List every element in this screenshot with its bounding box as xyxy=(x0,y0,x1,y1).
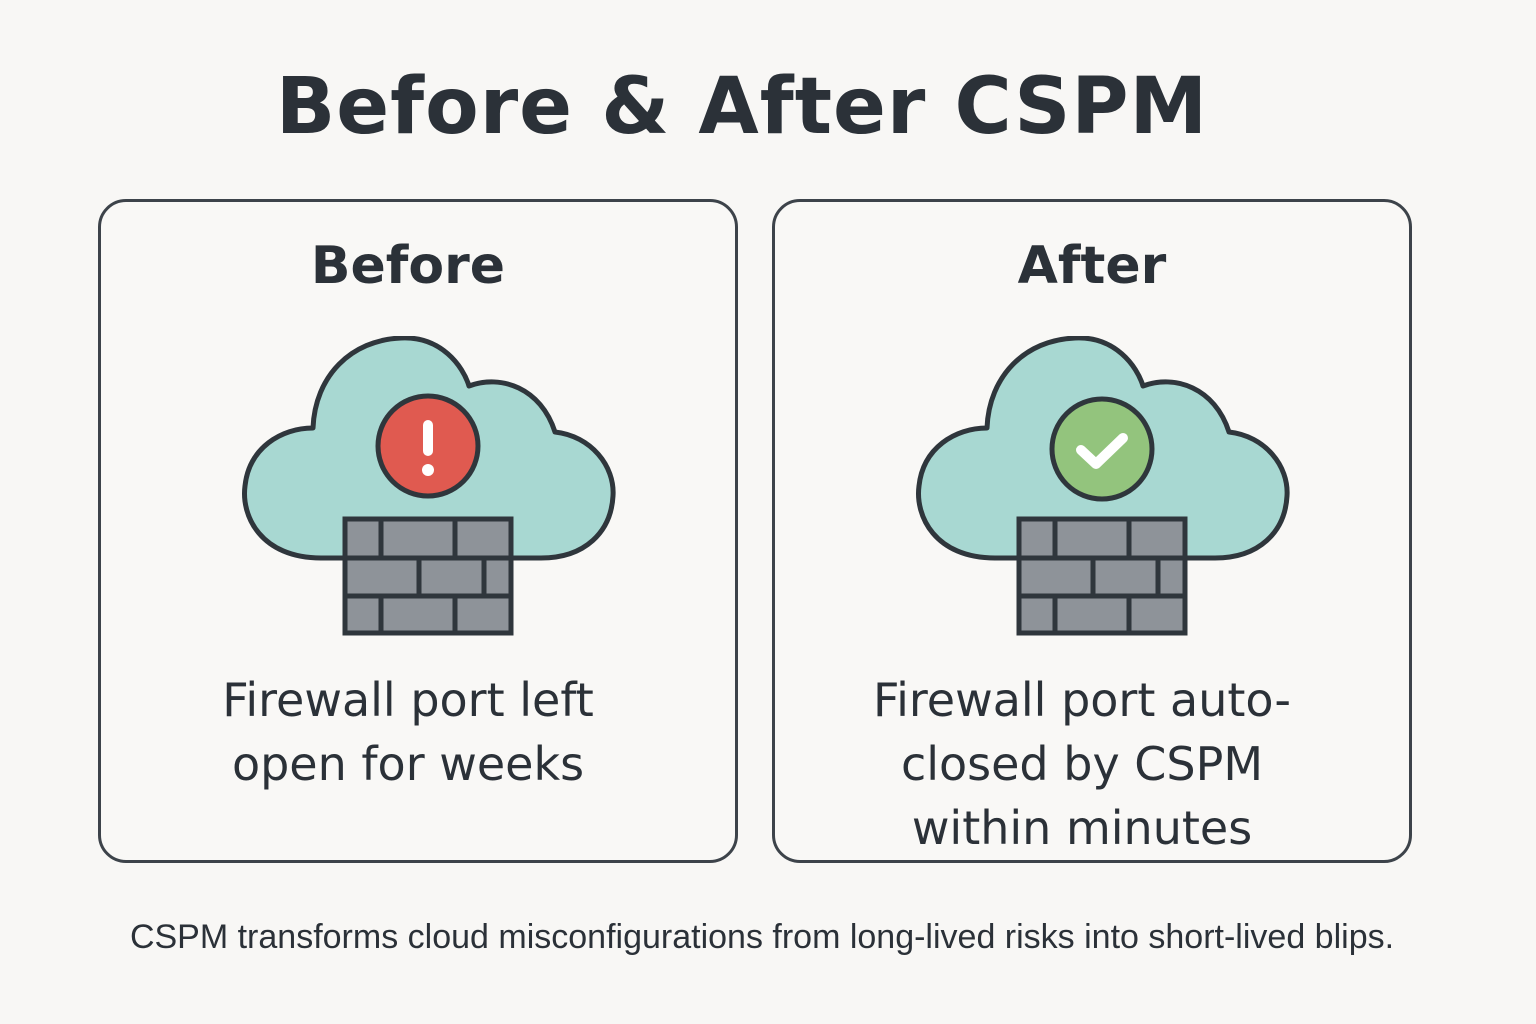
checkmark-icon xyxy=(1049,396,1155,502)
firewall-brick-icon xyxy=(342,516,514,636)
before-caption-line-2: open for weeks xyxy=(231,737,585,791)
before-caption-line-1: Firewall port left xyxy=(222,673,594,727)
cloud-firewall-alert-icon xyxy=(242,336,616,636)
after-caption-line-2: closed by CSPM xyxy=(900,737,1264,791)
firewall-brick-icon xyxy=(1016,516,1188,636)
page-title: Before & After CSPM xyxy=(275,62,1209,152)
after-panel-title: After xyxy=(1017,236,1167,296)
cloud-firewall-check-icon xyxy=(916,336,1290,636)
footer-summary: CSPM transforms cloud misconfigurations … xyxy=(129,918,1395,956)
after-caption-line-1: Firewall port auto- xyxy=(873,673,1291,727)
before-panel-title: Before xyxy=(310,236,506,296)
alert-exclamation-icon xyxy=(375,393,481,499)
after-caption-line-3: within minutes xyxy=(911,801,1253,855)
before-caption: Firewall port left open for weeks xyxy=(91,668,725,796)
after-panel: After Firewall port auto- closed by CSPM… xyxy=(772,199,1412,863)
before-panel: Before Firewall port left open for weeks xyxy=(98,199,738,863)
after-caption: Firewall port auto- closed by CSPM withi… xyxy=(765,668,1399,860)
